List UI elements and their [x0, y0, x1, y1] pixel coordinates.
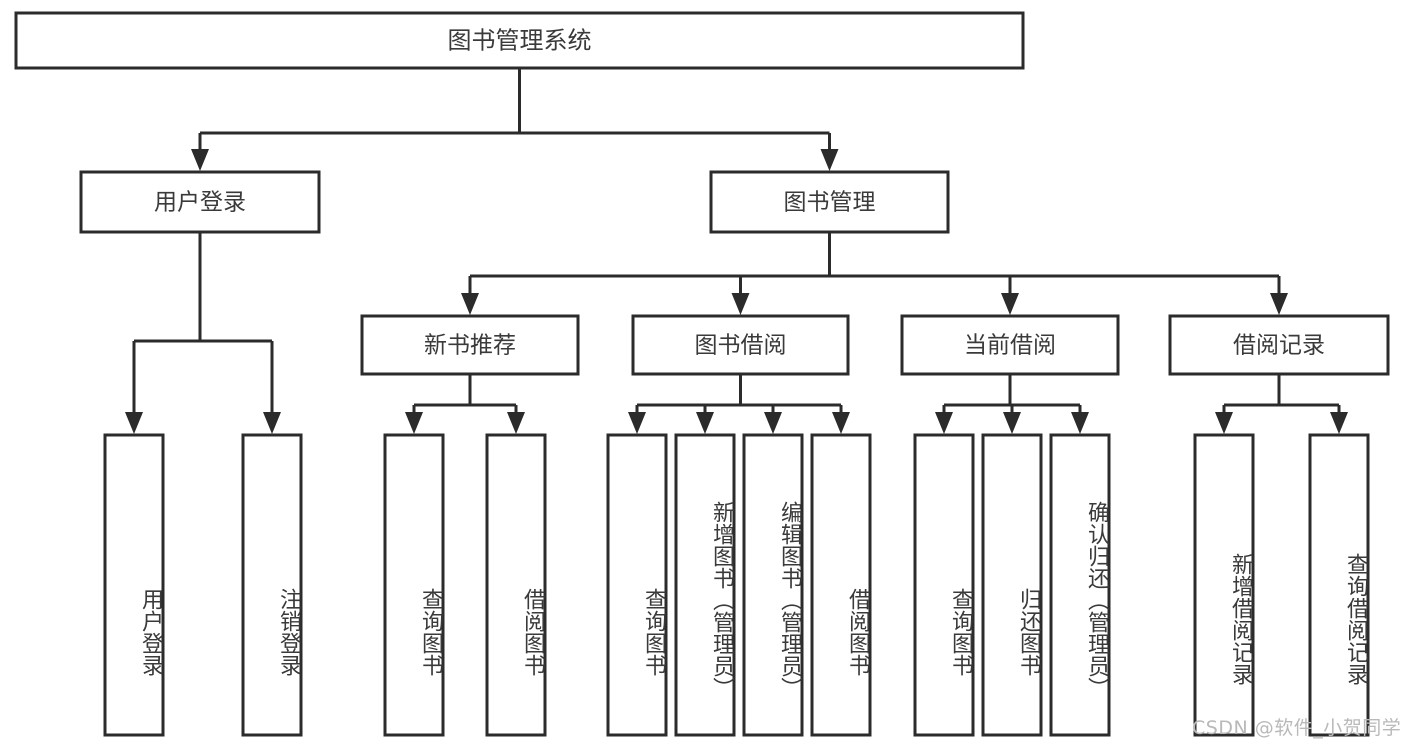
node-leaf-user-login-box[interactable] [103, 433, 165, 737]
node-leaf-return-book-box[interactable] [981, 433, 1043, 737]
node-leaf-add-borrow-record-box[interactable] [1193, 433, 1255, 737]
arrow-head-to-leaf-add-book-admin [696, 412, 714, 434]
node-leaf-query-book-current-box[interactable] [913, 433, 975, 737]
node-root-label: 图书管理系统 [448, 27, 592, 55]
node-current-borrow-label: 当前借阅 [964, 333, 1056, 359]
node-leaf-query-book-rec-box[interactable] [383, 433, 445, 737]
arrow-head-to-current-borrow [1001, 293, 1019, 315]
arrow-head-to-leaf-query-book-borrow [628, 412, 646, 434]
node-leaf-logout-login-box[interactable] [241, 433, 303, 737]
node-user-login-box[interactable] [79, 170, 321, 234]
node-leaf-edit-book-admin-box[interactable] [742, 433, 804, 737]
arrow-head-to-leaf-borrow-book [832, 412, 850, 434]
node-leaf-query-book-borrow-box[interactable] [606, 433, 668, 737]
node-book-borrow-label: 图书借阅 [695, 333, 787, 359]
node-book-manage-label: 图书管理 [784, 190, 876, 216]
arrow-head-to-leaf-query-borrow-record [1330, 412, 1348, 434]
node-book-borrow-box[interactable] [631, 314, 850, 376]
arrow-head-to-book-manage [820, 149, 839, 171]
box-layer [14, 11, 1390, 737]
arrow-head-to-leaf-add-borrow-record [1215, 412, 1233, 434]
node-borrow-record-label: 借阅记录 [1233, 333, 1325, 359]
arrow-head-to-leaf-user-login [125, 412, 143, 434]
arrow-head-to-leaf-confirm-return-admin [1071, 412, 1089, 434]
csdn-watermark: CSDN @软件_小贺同学 [1192, 717, 1402, 739]
arrow-head-to-book-borrow [731, 293, 750, 315]
node-user-login-label: 用户登录 [154, 190, 246, 216]
node-new-book-recommend-label: 新书推荐 [424, 333, 516, 359]
node-leaf-confirm-return-admin-box[interactable] [1049, 433, 1111, 737]
node-current-borrow-box[interactable] [900, 314, 1120, 376]
connector-layer [125, 68, 1348, 434]
node-new-book-recommend-box[interactable] [360, 314, 580, 376]
arrow-head-to-leaf-edit-book-admin [764, 412, 782, 434]
node-book-manage-box[interactable] [709, 170, 950, 234]
node-leaf-add-book-admin-box[interactable] [674, 433, 736, 737]
arrow-head-to-new-book-recommend [461, 293, 479, 315]
node-borrow-record-box[interactable] [1168, 314, 1390, 376]
arrow-head-to-borrow-record [1270, 293, 1288, 315]
arrow-head-to-leaf-return-book [1003, 412, 1021, 434]
node-root-box[interactable] [14, 11, 1025, 70]
node-leaf-borrow-book-rec-box[interactable] [485, 433, 547, 737]
arrow-head-to-leaf-query-book-rec [405, 412, 423, 434]
arrow-head-to-leaf-logout-login [263, 412, 281, 434]
node-leaf-borrow-book-box[interactable] [810, 433, 872, 737]
arrow-head-to-user-login [191, 149, 209, 171]
node-leaf-query-borrow-record-box[interactable] [1308, 433, 1370, 737]
arrow-head-to-leaf-borrow-book-rec [507, 412, 525, 434]
arrow-head-to-leaf-query-book-current [935, 412, 953, 434]
